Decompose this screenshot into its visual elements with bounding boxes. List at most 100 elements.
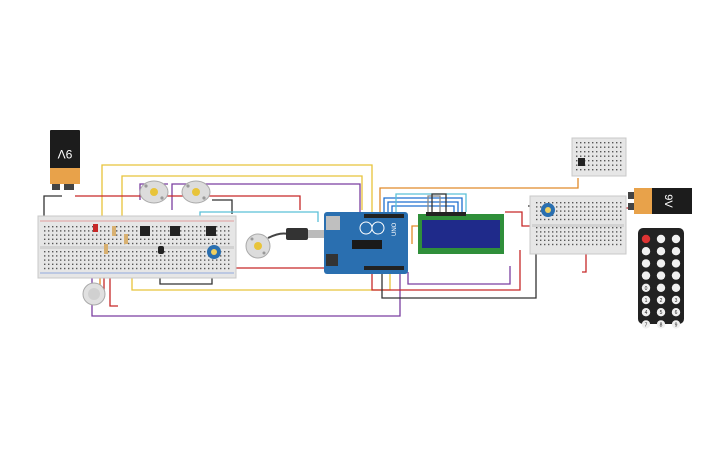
breadboard-hole[interactable] [612, 142, 614, 144]
breadboard-hole[interactable] [156, 226, 158, 228]
breadboard-hole[interactable] [216, 234, 218, 236]
breadboard-hole[interactable] [620, 142, 622, 144]
breadboard-hole[interactable] [576, 169, 578, 171]
breadboard-hole[interactable] [584, 214, 586, 216]
breadboard-hole[interactable] [180, 263, 182, 265]
breadboard-hole[interactable] [48, 226, 50, 228]
breadboard-hole[interactable] [620, 160, 622, 162]
breadboard-hole[interactable] [128, 238, 130, 240]
breadboard-hole[interactable] [148, 263, 150, 265]
breadboard-hole[interactable] [588, 169, 590, 171]
breadboard-hole[interactable] [596, 235, 598, 237]
breadboard-hole[interactable] [612, 202, 614, 204]
breadboard-hole[interactable] [600, 155, 602, 157]
breadboard-hole[interactable] [200, 226, 202, 228]
breadboard-hole[interactable] [48, 251, 50, 253]
breadboard-hole[interactable] [188, 251, 190, 253]
breadboard-hole[interactable] [600, 164, 602, 166]
breadboard-hole[interactable] [604, 214, 606, 216]
breadboard-hole[interactable] [204, 242, 206, 245]
breadboard-hole[interactable] [192, 259, 194, 261]
remote-button[interactable] [656, 295, 666, 305]
breadboard-hole[interactable] [580, 231, 582, 233]
breadboard-hole[interactable] [56, 234, 58, 236]
breadboard-hole[interactable] [616, 146, 618, 148]
breadboard-hole[interactable] [556, 210, 558, 212]
breadboard-hole[interactable] [80, 230, 82, 232]
breadboard-hole[interactable] [544, 218, 546, 221]
dc-motor[interactable] [245, 233, 271, 259]
breadboard-hole[interactable] [608, 239, 610, 241]
breadboard-hole[interactable] [84, 263, 86, 265]
breadboard-hole[interactable] [148, 255, 150, 257]
breadboard-hole[interactable] [128, 242, 130, 245]
breadboard-hole[interactable] [608, 206, 610, 208]
breadboard-hole[interactable] [592, 151, 594, 153]
breadboard-hole[interactable] [192, 234, 194, 236]
remote-button[interactable] [641, 295, 651, 305]
breadboard-hole[interactable] [124, 263, 126, 265]
breadboard-hole[interactable] [616, 160, 618, 162]
breadboard-hole[interactable] [540, 239, 542, 241]
breadboard-hole[interactable] [200, 242, 202, 245]
breadboard-hole[interactable] [152, 234, 154, 236]
breadboard-hole[interactable] [548, 231, 550, 233]
breadboard-hole[interactable] [180, 259, 182, 261]
breadboard-hole[interactable] [204, 259, 206, 261]
breadboard-hole[interactable] [588, 214, 590, 216]
breadboard-hole[interactable] [576, 239, 578, 241]
breadboard-hole[interactable] [200, 238, 202, 240]
breadboard-hole[interactable] [112, 267, 114, 270]
breadboard-hole[interactable] [44, 242, 46, 245]
wire-red[interactable] [109, 272, 118, 307]
breadboard-hole[interactable] [60, 251, 62, 253]
breadboard-hole[interactable] [592, 206, 594, 208]
usb-cable[interactable] [267, 228, 326, 240]
breadboard-hole[interactable] [116, 234, 118, 236]
breadboard-hole[interactable] [128, 230, 130, 232]
breadboard-hole[interactable] [588, 239, 590, 241]
breadboard-hole[interactable] [84, 238, 86, 240]
breadboard-hole[interactable] [544, 227, 546, 229]
breadboard-hole[interactable] [64, 263, 66, 265]
breadboard-hole[interactable] [120, 255, 122, 257]
breadboard-hole[interactable] [72, 267, 74, 270]
breadboard-hole[interactable] [148, 267, 150, 270]
breadboard-hole[interactable] [576, 218, 578, 221]
breadboard-hole[interactable] [620, 206, 622, 208]
breadboard-hole[interactable] [604, 155, 606, 157]
wire-yellow[interactable] [101, 164, 373, 218]
wire-red[interactable] [582, 254, 587, 273]
breadboard-hole[interactable] [584, 243, 586, 246]
breadboard-hole[interactable] [116, 251, 118, 253]
breadboard-hole[interactable] [156, 259, 158, 261]
breadboard-hole[interactable] [192, 226, 194, 228]
breadboard-hole[interactable] [604, 231, 606, 233]
remote-button[interactable] [656, 247, 666, 256]
breadboard-hole[interactable] [548, 218, 550, 221]
breadboard-hole[interactable] [568, 243, 570, 246]
breadboard-hole[interactable] [568, 235, 570, 237]
breadboard-hole[interactable] [44, 251, 46, 253]
breadboard-hole[interactable] [192, 263, 194, 265]
breadboard-hole[interactable] [556, 231, 558, 233]
breadboard-hole[interactable] [600, 146, 602, 148]
breadboard-hole[interactable] [76, 234, 78, 236]
breadboard-hole[interactable] [160, 238, 162, 240]
breadboard-hole[interactable] [200, 263, 202, 265]
breadboard-hole[interactable] [616, 231, 618, 233]
breadboard-hole[interactable] [604, 206, 606, 208]
breadboard-hole[interactable] [128, 259, 130, 261]
breadboard-hole[interactable] [168, 255, 170, 257]
breadboard-hole[interactable] [68, 238, 70, 240]
breadboard-hole[interactable] [152, 226, 154, 228]
breadboard-hole[interactable] [188, 230, 190, 232]
breadboard-mini[interactable] [571, 137, 627, 177]
breadboard-hole[interactable] [52, 230, 54, 232]
remote-button[interactable] [671, 320, 681, 329]
wire-black[interactable] [431, 193, 447, 212]
piezo-buzzer[interactable] [82, 282, 106, 306]
breadboard-hole[interactable] [600, 210, 602, 212]
breadboard-hole[interactable] [588, 231, 590, 233]
breadboard-hole[interactable] [84, 234, 86, 236]
